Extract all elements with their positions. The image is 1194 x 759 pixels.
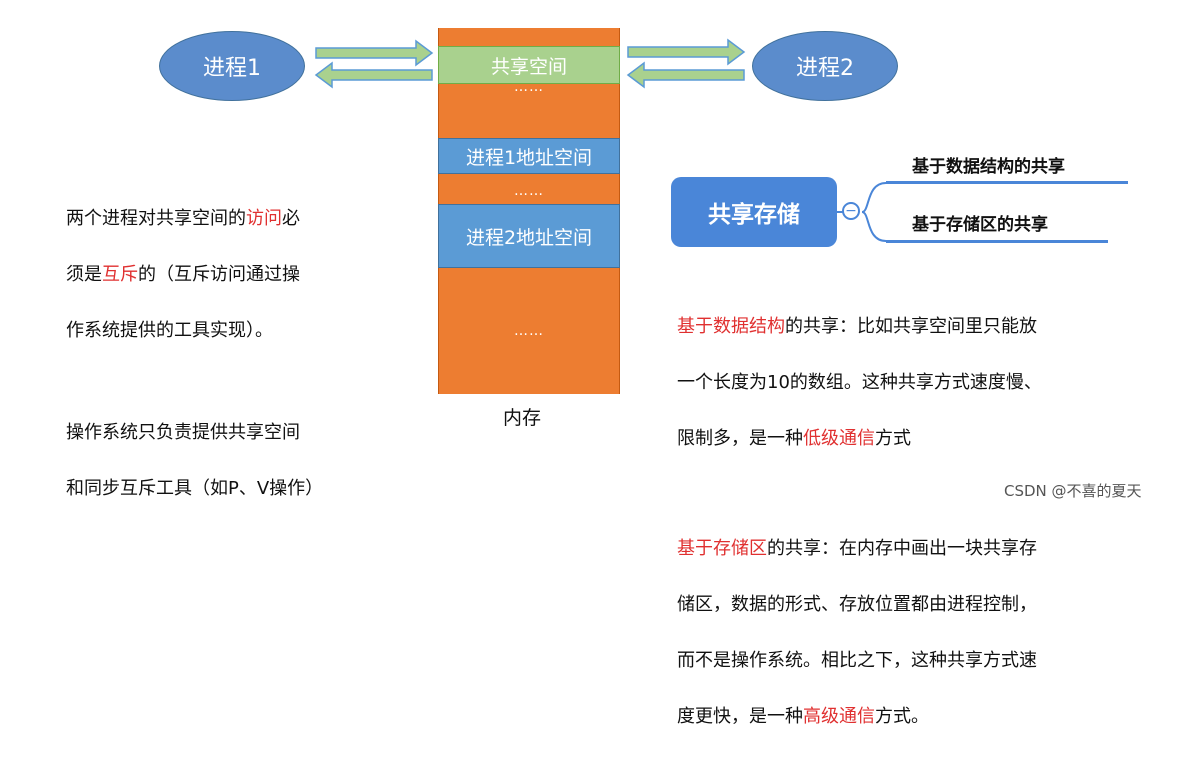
shared-space-label: 共享空间 — [490, 55, 567, 78]
arrows-layer — [314, 38, 746, 89]
process-2-label: 进程2 — [796, 56, 854, 81]
mindmap-branch-1-label: 基于数据结构的共享 — [912, 157, 1065, 177]
memory-top-segment — [438, 28, 620, 46]
arrow-shared-to-p1 — [314, 61, 433, 89]
right-note-p2-line-4: 度更快，是一种高级通信方式。 — [677, 706, 929, 727]
right-note-p1-line-1: 基于数据结构的共享：比如共享空间里只能放 — [677, 316, 1037, 337]
mindmap-center-label: 共享存储 — [708, 202, 800, 228]
right-note-p2-line-1: 基于存储区的共享：在内存中画出一块共享存 — [677, 538, 1037, 559]
right-note-p1-line-2: 一个长度为10的数组。这种共享方式速度慢、 — [677, 372, 1042, 393]
left-note-line-4: 操作系统只负责提供共享空间 — [66, 422, 300, 443]
mindmap-branch-1-underline — [886, 181, 1128, 184]
left-note-line-5: 和同步互斥工具（如P、V操作） — [66, 478, 324, 499]
left-note-line-3: 作系统提供的工具实现）。 — [66, 320, 273, 341]
csdn-watermark: CSDN @不喜的夏天 — [1004, 482, 1142, 500]
memory-segment-3 — [438, 174, 620, 204]
right-note-p2-line-3: 而不是操作系统。相比之下，这种共享方式速 — [677, 650, 1037, 671]
memory-dots-1: …… — [514, 79, 544, 95]
left-notes: 两个进程对共享空间的访问必 须是互斥的（互斥访问通过操 作系统提供的工具实现）。… — [66, 177, 323, 531]
memory-segment-2 — [438, 84, 620, 138]
memory-dots-2: …… — [514, 183, 544, 199]
mindmap-branch-2-underline — [886, 240, 1108, 243]
process-1-ellipse: 进程1 — [159, 31, 305, 101]
arrow-shared-to-p2 — [627, 38, 746, 66]
process-2-address-space: 进程2地址空间 — [438, 204, 620, 268]
memory-label: 内存 — [503, 407, 542, 429]
memory-dots-3: …… — [514, 323, 544, 339]
right-notes: 基于数据结构的共享：比如共享空间里只能放 一个长度为10的数组。这种共享方式速度… — [677, 285, 1042, 759]
arrow-p1-to-shared — [315, 39, 434, 67]
right-note-p1-line-3: 限制多，是一种低级通信方式 — [677, 428, 911, 449]
left-note-line-2: 须是互斥的（互斥访问通过操 — [66, 264, 300, 285]
left-note-line-1: 两个进程对共享空间的访问必 — [66, 208, 300, 229]
process-2-ellipse: 进程2 — [752, 31, 898, 101]
process-2-address-label: 进程2地址空间 — [465, 226, 593, 249]
collapse-toggle-icon[interactable]: − — [842, 202, 860, 220]
shared-space-block: 共享空间 — [438, 46, 620, 84]
mindmap-branch-2-label: 基于存储区的共享 — [912, 215, 1048, 235]
memory-bottom-segment — [438, 268, 620, 394]
process-1-label: 进程1 — [203, 56, 261, 81]
process-1-address-label: 进程1地址空间 — [465, 146, 593, 169]
arrow-p2-to-shared — [626, 61, 745, 89]
right-note-p2-line-2: 储区，数据的形式、存放位置都由进程控制， — [677, 594, 1037, 615]
process-1-address-space: 进程1地址空间 — [438, 138, 620, 174]
mindmap-center-node: 共享存储 — [671, 177, 837, 247]
